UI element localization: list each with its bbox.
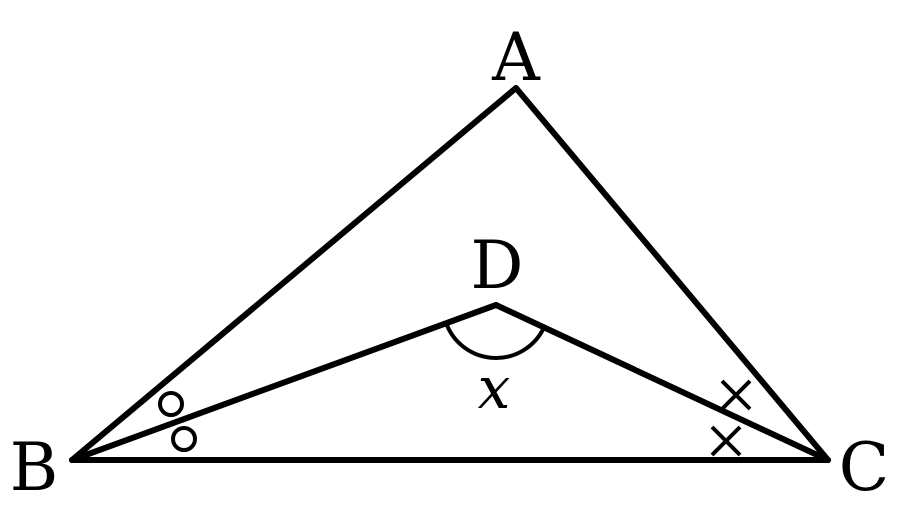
segment-bd (69, 302, 499, 463)
angle-x-arc (444, 322, 546, 360)
segment-ac (513, 85, 831, 463)
angle-mark-cross-lower (710, 425, 742, 457)
angle-mark-circle-lower (171, 426, 197, 452)
angle-mark-circle-upper (158, 391, 184, 417)
label-d: D (471, 227, 524, 304)
segment-ab (69, 85, 519, 463)
label-b: B (10, 429, 59, 506)
label-c: C (839, 429, 890, 506)
segment-dc (493, 302, 831, 463)
angle-x-label: x (478, 354, 511, 422)
label-a: A (491, 19, 541, 96)
angle-mark-cross-upper (720, 379, 752, 411)
